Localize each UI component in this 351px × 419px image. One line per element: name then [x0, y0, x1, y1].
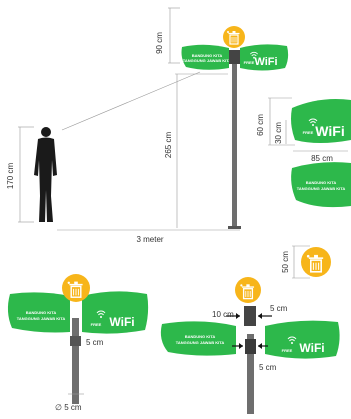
sightline — [61, 71, 201, 131]
label-90cm: 90 cm — [155, 32, 164, 54]
main-signpost: BANDUNG KITA TANGGUNG JAWAB KITA FREE Wi… — [181, 26, 289, 229]
label-10cm: 10 cm — [212, 310, 234, 319]
br-sign-line2: TANGGUNG JAWAB KITA — [176, 340, 225, 345]
br-trash-bin — [235, 277, 261, 303]
main-wifi-free: FREE — [244, 60, 255, 65]
detail-wifi-sign: FREE WiFi — [291, 99, 351, 143]
br-wifi-free: FREE — [282, 348, 293, 353]
label-265cm: 265 cm — [164, 132, 173, 159]
main-pole-base — [228, 226, 241, 229]
main-left-sign-line2: TANGGUNG JAWAB KITA — [183, 58, 232, 63]
label-30cm: 30 cm — [274, 122, 283, 144]
main-left-sign-line1: BANDUNG KITA — [192, 53, 223, 58]
main-right-sign-panel — [240, 44, 289, 71]
detail-wifi-free: FREE — [303, 130, 314, 135]
bl-wifi-free: FREE — [91, 322, 102, 327]
label-85cm: 85 cm — [311, 154, 333, 163]
main-wifi-label: WiFi — [254, 56, 277, 68]
label-diameter-5cm: ∅ 5 cm — [55, 403, 82, 412]
br-wifi-label: WiFi — [299, 341, 324, 355]
label-50cm: 50 cm — [281, 251, 290, 273]
label-5cm-top: 5 cm — [270, 304, 288, 313]
person-silhouette — [34, 127, 57, 222]
main-left-sign-panel — [181, 44, 229, 70]
detail-sign-line1: BANDUNG KITA — [306, 180, 337, 185]
detail-trash-bin — [301, 247, 331, 277]
bl-sign-line1: BANDUNG KITA — [26, 310, 57, 315]
label-3meter: 3 meter — [136, 235, 163, 244]
bl-sign-line2: TANGGUNG JAWAB KITA — [17, 316, 66, 321]
label-170cm: 170 cm — [6, 163, 15, 190]
detail-wifi-label: WiFi — [315, 123, 344, 139]
label-5cm-pole: 5 cm — [86, 338, 104, 347]
detail-bandung-sign: BANDUNG KITA TANGGUNG JAWAB KITA — [291, 162, 351, 208]
main-connector — [229, 50, 240, 64]
label-60cm: 60 cm — [256, 114, 265, 136]
bottom-right-signpost: BANDUNG KITA TANGGUNG JAWAB KITA FREE Wi… — [160, 277, 340, 414]
main-pole — [232, 62, 237, 228]
br-sign-line1: BANDUNG KITA — [185, 334, 216, 339]
bottom-left-signpost: BANDUNG KITA TANGGUNG JAWAB KITA FREE Wi… — [7, 274, 149, 404]
bl-wifi-label: WiFi — [109, 315, 134, 329]
detail-sign-line2: TANGGUNG JAWAB KITA — [297, 186, 346, 191]
label-5cm-side: 5 cm — [259, 363, 277, 372]
bl-trash-bin — [62, 274, 90, 302]
